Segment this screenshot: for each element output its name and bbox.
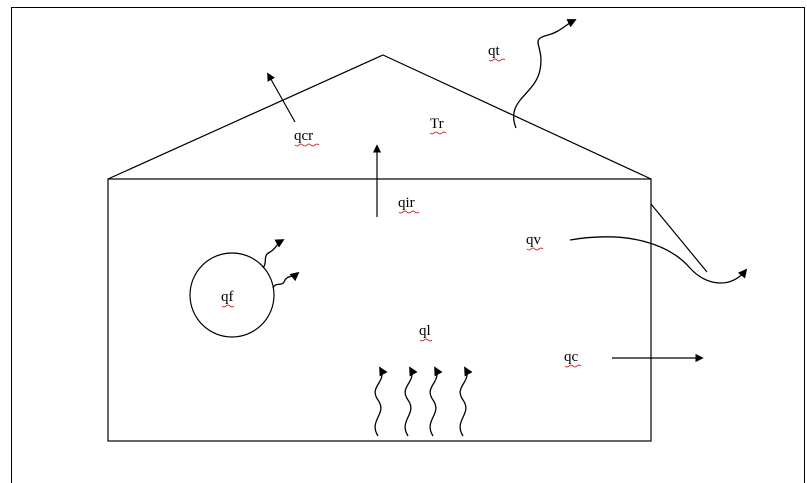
label-qf: qf	[221, 289, 234, 305]
ql-wavy-arrow-3	[429, 366, 443, 437]
qf-wavy-arrow-upper	[262, 239, 285, 269]
qf-wavy-arrow-lower	[272, 271, 300, 289]
label-qc: qc	[564, 349, 579, 365]
furnace-circle	[189, 252, 275, 338]
roof-outline	[107, 54, 652, 180]
qcr-arrow	[267, 72, 296, 123]
qt-wavy-arrow	[513, 19, 577, 129]
label-qcr: qcr	[294, 128, 313, 144]
figure-frame	[11, 7, 805, 483]
qv-wavy-arrow	[569, 236, 748, 284]
label-qt: qt	[488, 43, 501, 59]
ql-wavy-arrow-4	[459, 366, 473, 437]
label-tr: Tr	[430, 116, 444, 132]
house-wall	[107, 178, 652, 442]
label-qv: qv	[526, 232, 542, 248]
vent-flap	[650, 203, 708, 273]
label-qir: qir	[398, 195, 415, 211]
ql-wavy-arrow-2	[404, 366, 418, 437]
label-ql: ql	[419, 323, 431, 339]
ql-wavy-arrow-1	[374, 366, 388, 437]
